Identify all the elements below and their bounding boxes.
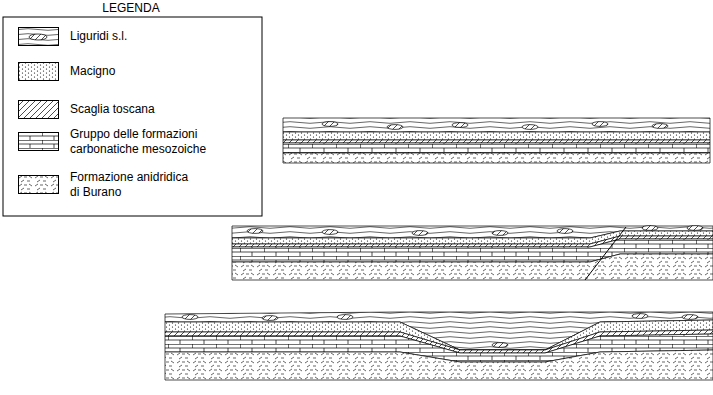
thrust-line xyxy=(585,227,626,280)
lens xyxy=(412,231,428,236)
legend-swatch xyxy=(18,175,59,194)
legend-text: Scaglia toscana xyxy=(70,102,250,117)
lens xyxy=(337,315,353,320)
cross-section xyxy=(165,312,713,380)
lens xyxy=(262,316,278,321)
lens xyxy=(322,122,338,127)
rock-layer xyxy=(165,350,713,380)
legend-text: Liguridi s.l. xyxy=(70,29,250,44)
rock-layer xyxy=(283,153,710,163)
legend-swatch xyxy=(18,62,59,81)
lens xyxy=(387,125,403,130)
lens xyxy=(322,230,338,235)
legend-text: Gruppo delle formazioni carbonatiche mes… xyxy=(70,127,215,157)
rock-layer xyxy=(283,143,710,153)
lens xyxy=(687,226,703,231)
lens xyxy=(682,315,698,320)
lens xyxy=(452,123,468,128)
lens xyxy=(247,229,263,234)
rock-layer xyxy=(283,118,710,132)
legend-text: Macigno xyxy=(70,64,250,79)
lens xyxy=(632,314,648,319)
rock-layer xyxy=(283,140,710,143)
legend-text: Formazione anidridica di Burano xyxy=(70,170,194,200)
legend-swatch xyxy=(18,132,59,151)
lens xyxy=(492,231,508,236)
cross-section xyxy=(283,118,710,163)
lens xyxy=(652,124,668,129)
lens xyxy=(592,122,608,127)
lens xyxy=(557,229,573,234)
lens xyxy=(182,315,198,320)
lens xyxy=(522,125,538,130)
lens xyxy=(492,343,508,348)
legend-frame xyxy=(3,17,262,216)
cross-section xyxy=(232,226,713,280)
rock-layer xyxy=(283,132,710,140)
lens xyxy=(642,226,658,231)
legend-heading: LEGENDA xyxy=(0,1,262,16)
legend-swatch xyxy=(18,100,59,119)
legend-swatch xyxy=(18,27,59,46)
rock-layer xyxy=(232,254,713,280)
